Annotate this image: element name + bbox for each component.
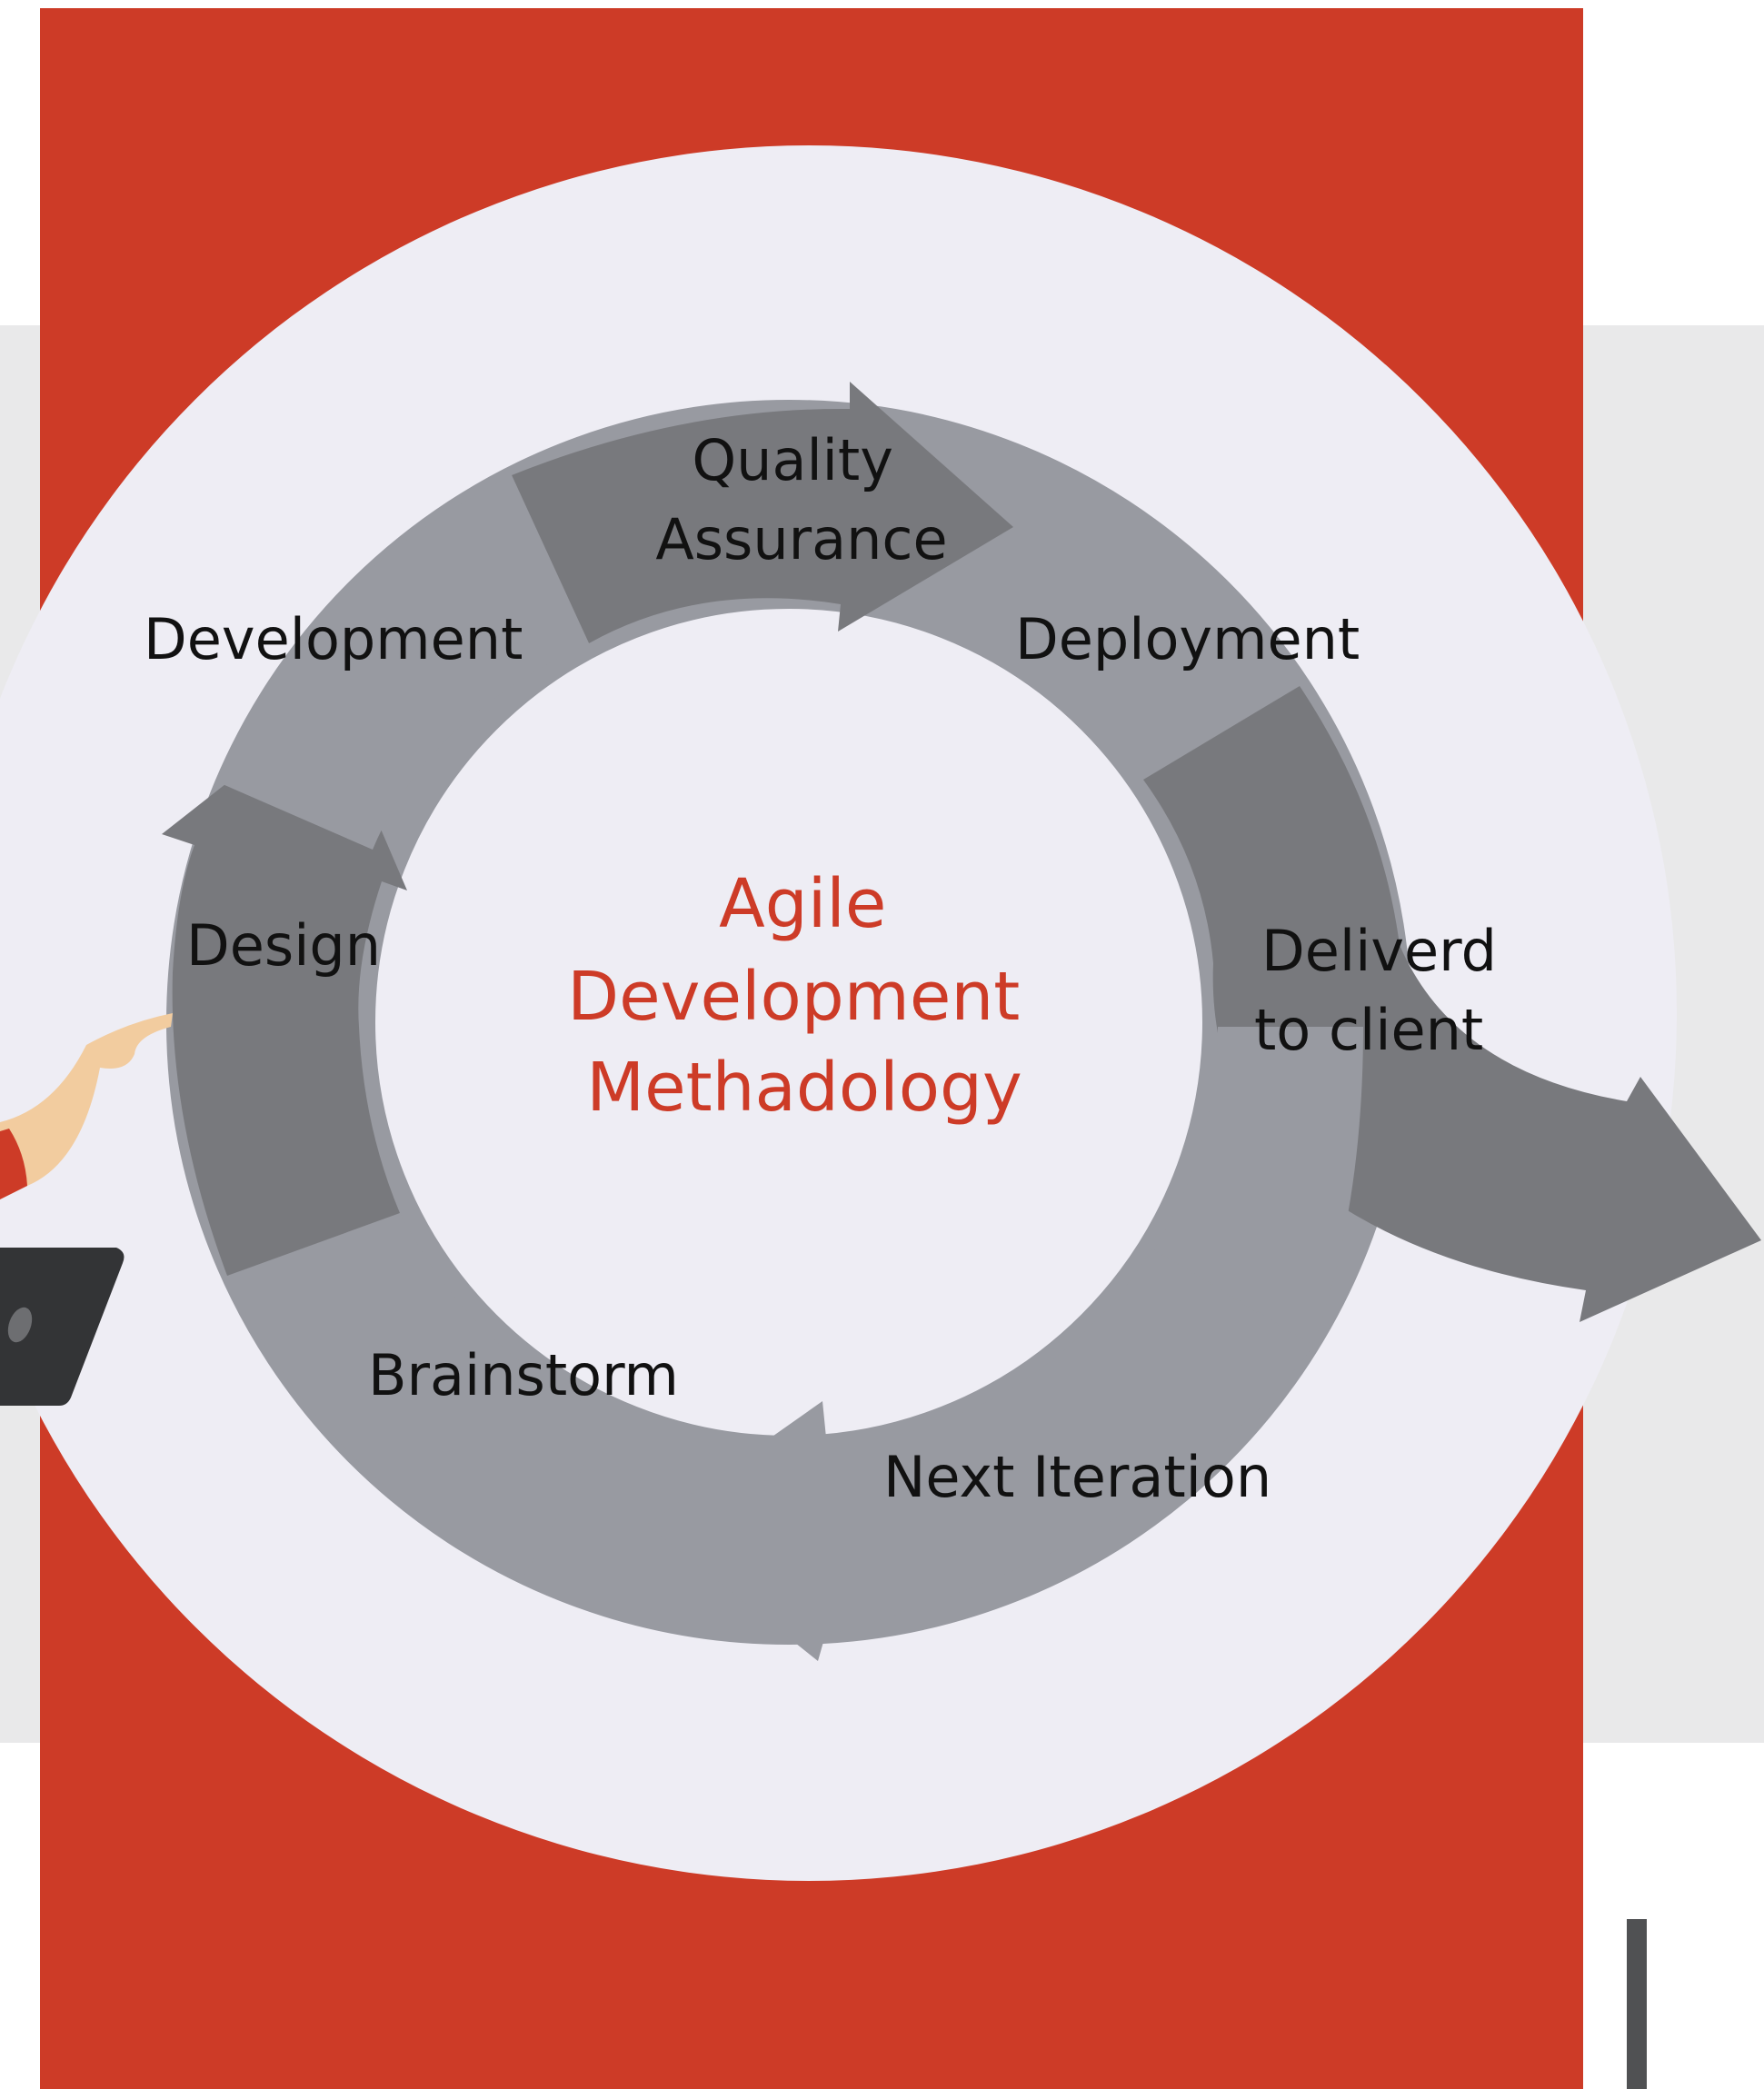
arrow-quality-assurance bbox=[512, 382, 1013, 643]
label-delivered-line-2: to client bbox=[1254, 997, 1483, 1063]
label-quality-assurance: Quality Assurance bbox=[655, 427, 947, 572]
segment-development bbox=[216, 475, 589, 850]
label-development: Development bbox=[144, 606, 523, 672]
title-line-3: Methadology bbox=[586, 1049, 1022, 1127]
segment-lower-right bbox=[1154, 1027, 1363, 1345]
arrow-next-iteration bbox=[647, 1249, 1313, 1661]
label-quality-line-2: Assurance bbox=[655, 506, 947, 572]
title-line-2: Development bbox=[567, 958, 1020, 1036]
label-delivered-line-1: Deliverd bbox=[1261, 918, 1497, 984]
segment-brainstorm bbox=[227, 1213, 609, 1578]
label-design: Design bbox=[186, 912, 381, 979]
label-brainstorm: Brainstorm bbox=[368, 1342, 679, 1408]
hand-icon bbox=[0, 1013, 173, 1199]
label-next-iteration: Next Iteration bbox=[883, 1444, 1271, 1510]
arrow-design bbox=[162, 704, 407, 1276]
diagram-title: Agile Development Methadology bbox=[567, 865, 1041, 1127]
cycle-ring bbox=[162, 382, 1761, 1661]
laptop-icon bbox=[0, 1248, 125, 1406]
label-deployment: Deployment bbox=[1015, 606, 1360, 672]
title-line-1: Agile bbox=[719, 865, 886, 943]
divider-bar bbox=[1627, 1919, 1647, 2089]
label-delivered: Deliverd to client bbox=[1254, 918, 1515, 1063]
label-quality-line-1: Quality bbox=[692, 427, 893, 493]
